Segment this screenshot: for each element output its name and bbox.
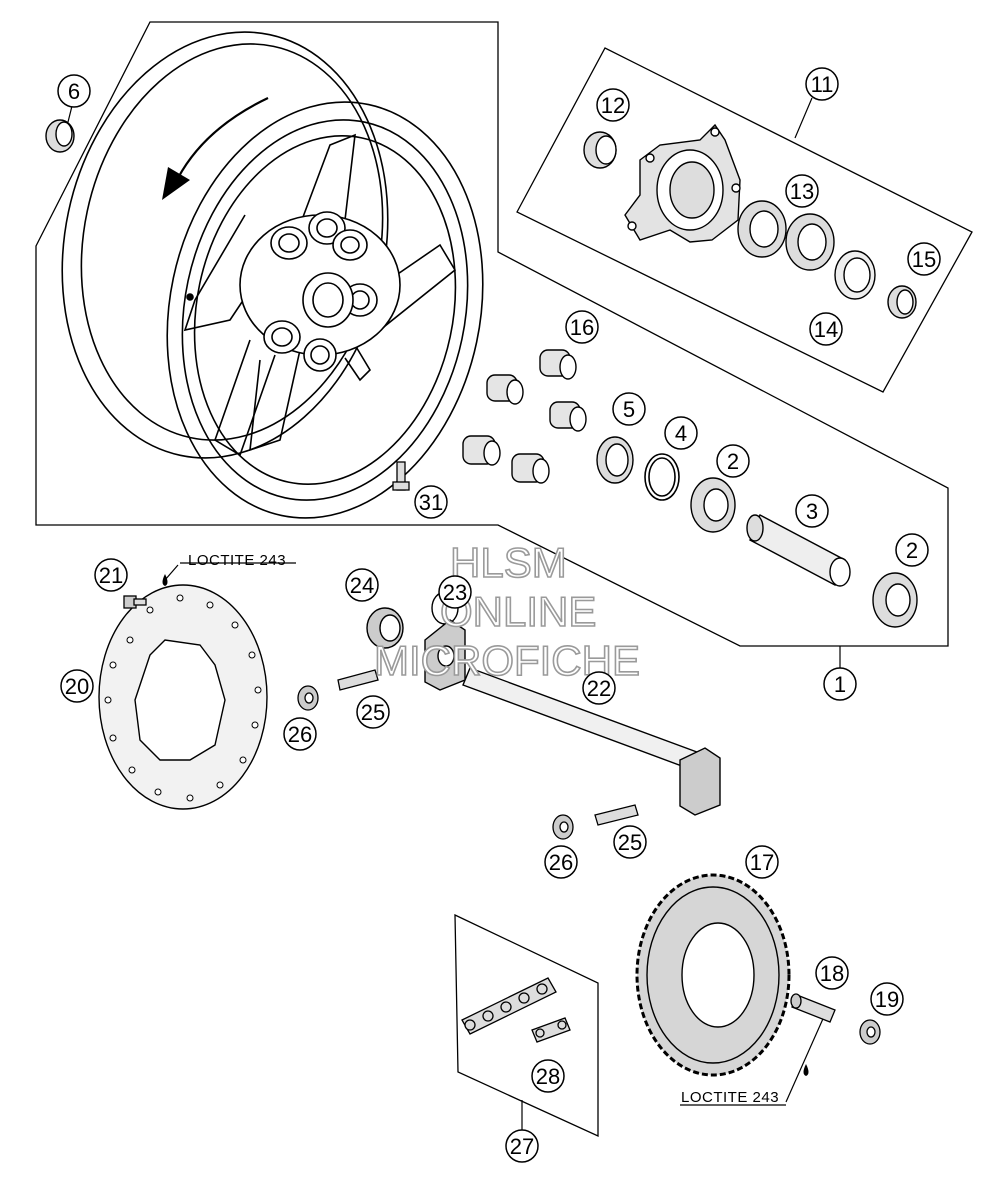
callout-31: 31 (414, 485, 448, 519)
svg-text:19: 19 (875, 987, 899, 1012)
part-22-axle (462, 667, 721, 816)
callout-2a: 2 (716, 444, 750, 478)
hub-group-outline (516, 47, 973, 393)
callout-23: 23 (438, 575, 472, 609)
part-16-damper-rubbers (462, 349, 587, 484)
chain-group-outline (454, 913, 599, 1138)
svg-text:13: 13 (790, 179, 814, 204)
svg-text:25: 25 (618, 830, 642, 855)
svg-text:2: 2 (727, 449, 739, 474)
part-20-brake-disc (98, 584, 268, 810)
callout-11: 11 (805, 67, 839, 101)
wheel-group-outline (35, 21, 949, 647)
callout-1: 1 (823, 667, 857, 701)
part-3-spacer-tube (746, 514, 851, 587)
callout-26a: 26 (283, 717, 317, 751)
part-19-nut (859, 1019, 881, 1045)
svg-text:26: 26 (549, 850, 573, 875)
svg-text:28: 28 (536, 1064, 560, 1089)
callout-20: 20 (60, 669, 94, 703)
svg-text:21: 21 (99, 563, 123, 588)
watermark-line-1: HLSM (450, 539, 567, 586)
svg-text:18: 18 (820, 961, 844, 986)
svg-text:27: 27 (510, 1134, 534, 1159)
callout-27: 27 (505, 1129, 539, 1163)
callout-16: 16 (565, 310, 599, 344)
part-12-spacer (583, 131, 617, 169)
svg-text:12: 12 (601, 93, 625, 118)
svg-text:26: 26 (288, 722, 312, 747)
part-21-bolt (123, 595, 147, 609)
svg-text:15: 15 (912, 247, 936, 272)
part-11-sprocket-carrier (624, 123, 741, 243)
part-24-nut (366, 607, 404, 649)
callout-14: 14 (809, 312, 843, 346)
part-23-chain-adjuster-left (424, 591, 466, 691)
part-18-stud (790, 993, 836, 1023)
callout-19: 19 (870, 982, 904, 1016)
svg-text:11: 11 (811, 72, 834, 97)
svg-text:3: 3 (806, 499, 818, 524)
svg-text:14: 14 (814, 317, 838, 342)
svg-text:22: 22 (587, 676, 611, 701)
callout-18: 18 (815, 956, 849, 990)
callout-3: 3 (795, 494, 829, 528)
svg-text:4: 4 (675, 421, 687, 446)
part-5-seal (596, 436, 634, 484)
loctite-label-disc: LOCTITE 243 (188, 552, 286, 569)
part-14-seal (834, 250, 876, 300)
rotation-arrow-icon (162, 97, 269, 200)
group-outlines (35, 21, 973, 1138)
svg-text:1: 1 (834, 672, 846, 697)
part-26-nut-left (297, 685, 319, 711)
loctite-drop-icon (162, 574, 168, 586)
part-2-bearing-left (690, 477, 736, 533)
callout-21: 21 (94, 558, 128, 592)
svg-text:16: 16 (570, 315, 594, 340)
callout-26b: 26 (544, 845, 578, 879)
callout-6: 6 (57, 74, 91, 108)
callout-22: 22 (582, 671, 616, 705)
callouts: 1 2 2 3 4 5 6 11 12 13 14 15 16 17 18 19… (57, 67, 941, 1163)
svg-text:6: 6 (68, 79, 80, 104)
part-25-adjuster-screw-right (594, 804, 639, 826)
callout-28: 28 (531, 1059, 565, 1093)
part-25-adjuster-screw-left (337, 669, 379, 691)
callout-13: 13 (785, 174, 819, 208)
part-4-circlip (644, 453, 680, 501)
callout-12: 12 (596, 88, 630, 122)
part-17-sprocket (635, 873, 791, 1077)
part-15-spacer (887, 285, 917, 319)
loctite-drop-icon-2 (803, 1064, 809, 1076)
svg-text:20: 20 (65, 674, 89, 699)
svg-text:5: 5 (623, 397, 635, 422)
callout-5: 5 (612, 392, 646, 426)
callout-4: 4 (664, 416, 698, 450)
callout-17: 17 (745, 845, 779, 879)
watermark: HLSM ONLINE MICROFICHE (373, 538, 641, 685)
callout-25b: 25 (613, 825, 647, 859)
svg-text:17: 17 (750, 850, 774, 875)
part-13-bearing (737, 200, 835, 271)
rear-wheel (61, 31, 484, 519)
part-2-bearing-right (872, 572, 918, 628)
part-6-spacer (45, 119, 75, 153)
part-27-chain (461, 977, 557, 1035)
part-31-valve (392, 461, 410, 491)
svg-text:31: 31 (419, 490, 443, 515)
part-26-nut-right (552, 814, 574, 840)
callout-25a: 25 (356, 695, 390, 729)
svg-text:25: 25 (361, 700, 385, 725)
svg-text:23: 23 (443, 580, 467, 605)
loctite-label-sprocket: LOCTITE 243 (681, 1089, 779, 1106)
leader-lines (67, 97, 841, 1130)
part-28-chain-link (531, 1017, 571, 1043)
callout-2b: 2 (895, 533, 929, 567)
svg-text:24: 24 (350, 573, 374, 598)
svg-text:2: 2 (906, 538, 918, 563)
callout-15: 15 (907, 242, 941, 276)
callout-24: 24 (345, 568, 379, 602)
